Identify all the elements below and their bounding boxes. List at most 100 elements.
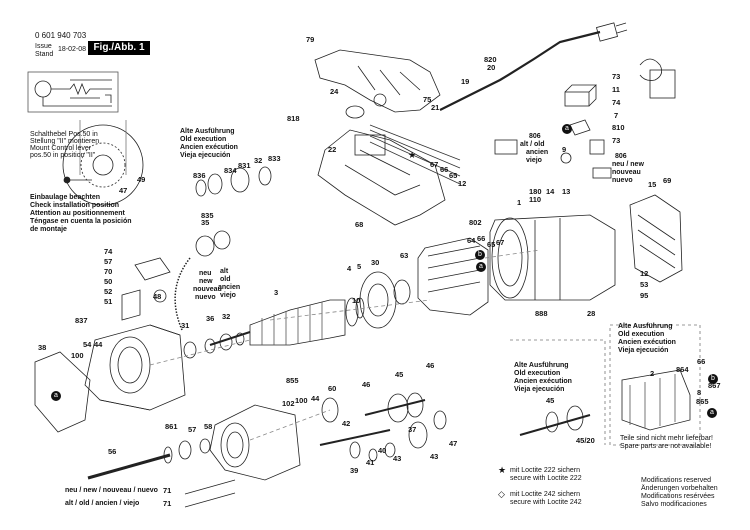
installation-note-5: de montaje <box>30 226 67 233</box>
old-exec-right-2: Old execution <box>618 331 665 338</box>
part-28: 28 <box>587 309 596 318</box>
part-40: 40 <box>378 446 387 455</box>
loctite-242-note-2: secure with Loctite 242 <box>510 499 582 506</box>
part-43-a: 43 <box>393 454 402 463</box>
part-833: 833 <box>268 154 281 163</box>
part-2: 2 <box>650 369 655 378</box>
part-32-top: 32 <box>254 156 263 165</box>
stator-802 <box>417 237 489 316</box>
part-831: 831 <box>238 161 251 170</box>
part-71-new: 71 <box>163 486 172 495</box>
part-861: 861 <box>165 422 178 431</box>
modifications-note-4: Salvo modificaciones <box>641 501 707 508</box>
new-806-b: nouveau <box>612 169 641 176</box>
circle-b-marker-old: b <box>708 374 718 384</box>
part-56: 56 <box>108 447 117 456</box>
old-exec-right-4: Vieja ejecución <box>618 347 669 354</box>
part-802: 802 <box>469 218 482 227</box>
loctite-222-note-2: secure with Loctite 222 <box>510 475 582 482</box>
end-cap-15 <box>629 194 683 283</box>
armature-3 <box>209 299 346 346</box>
part-7: 7 <box>614 111 619 120</box>
bearings-group <box>183 166 272 359</box>
part-48: 48 <box>153 292 162 301</box>
old-806-a: alt / old <box>520 141 545 148</box>
switch-detail <box>62 120 144 206</box>
new-806-c: nuevo <box>612 177 633 184</box>
part-24: 24 <box>330 87 339 96</box>
old-exec-right-1: Alte Ausführung <box>618 323 673 330</box>
installation-note-1: Einbaulage beachten <box>30 194 101 201</box>
issue-date: 18-02-08 <box>58 46 87 53</box>
old-806-num: 806 <box>529 133 541 140</box>
part-102: 102 <box>282 399 295 408</box>
part-855: 855 <box>286 376 299 385</box>
circle-a-marker-brush: a <box>562 124 572 134</box>
part-47-mid: 47 <box>449 439 458 448</box>
switch-lever-note-3: Mount Control lever <box>30 145 92 152</box>
part-74-left: 74 <box>104 247 113 256</box>
part-110: 110 <box>529 195 542 204</box>
part-13: 13 <box>562 187 571 196</box>
part-41: 41 <box>366 458 375 467</box>
part-71-old: 71 <box>163 499 172 508</box>
part-818: 818 <box>287 114 300 123</box>
part-867: 867 <box>708 381 721 390</box>
old-label-d: viejo <box>220 292 236 299</box>
new-label-a: neu <box>199 270 212 277</box>
part-22: 22 <box>328 145 337 154</box>
old-armature <box>519 369 691 436</box>
circle-a-marker-old: a <box>707 408 717 418</box>
old-exec-mid-1: Alte Ausführung <box>514 362 569 369</box>
part-54: 54 <box>83 340 92 349</box>
gasket-38 <box>34 351 91 433</box>
old-label-b: old <box>220 276 231 283</box>
gearbox-855 <box>209 404 301 481</box>
part-38: 38 <box>38 343 47 352</box>
part-64: 64 <box>467 236 476 245</box>
part-46-a: 46 <box>362 380 371 389</box>
spindle-56 <box>87 453 171 480</box>
part-4: 4 <box>347 264 352 273</box>
part-47-top: 47 <box>119 186 128 195</box>
old-exec-mid-4: Vieja ejecución <box>514 386 565 393</box>
part-837: 837 <box>75 316 88 325</box>
switch-lever-note-2: Stellung "II" montieren <box>30 138 100 145</box>
part-50: 50 <box>104 277 113 286</box>
part-65: 65 <box>449 171 458 180</box>
part-51: 51 <box>104 297 113 306</box>
part-37: 37 <box>408 425 417 434</box>
part-66-b: 66 <box>477 234 486 243</box>
old-exec-top-1: Alte Ausführung <box>180 128 235 135</box>
circle-a-marker-stator: a <box>476 262 486 272</box>
old-label-c: ancien <box>218 284 241 291</box>
part-8: 8 <box>697 388 702 397</box>
part-44-left: 44 <box>94 340 103 349</box>
circle-b-marker-stator: b <box>475 250 485 260</box>
old-exec-top-4: Vieja ejecución <box>180 152 231 159</box>
part-45: 45 <box>395 370 404 379</box>
part-66: 66 <box>440 165 449 174</box>
installation-note-2: Check installation position <box>30 202 120 209</box>
part-36: 36 <box>206 314 215 323</box>
part-100-mid: 100 <box>295 396 308 405</box>
part-865: 865 <box>696 397 709 406</box>
part-43-b: 43 <box>430 452 439 461</box>
part-45-old: 45 <box>546 396 555 405</box>
part-63: 63 <box>400 251 409 260</box>
part-73-mid: 73 <box>612 136 621 145</box>
part-68: 68 <box>355 220 364 229</box>
stand-label: Stand <box>35 51 54 58</box>
old-exec-right-3: Ancien exécution <box>618 339 676 346</box>
old-806-b: ancien <box>526 149 549 156</box>
motor-housing-1 <box>489 214 616 301</box>
issue-label: Issue <box>35 43 52 50</box>
part-10: 10 <box>352 296 361 305</box>
housing-shell-68 <box>317 129 446 226</box>
part-39: 39 <box>350 466 359 475</box>
gear-train <box>319 392 447 462</box>
old-806-c: viejo <box>526 157 542 164</box>
gear-housing-837 <box>84 324 186 411</box>
old-exec-top-2: Old execution <box>180 136 227 143</box>
old-label-a: alt <box>220 268 229 275</box>
